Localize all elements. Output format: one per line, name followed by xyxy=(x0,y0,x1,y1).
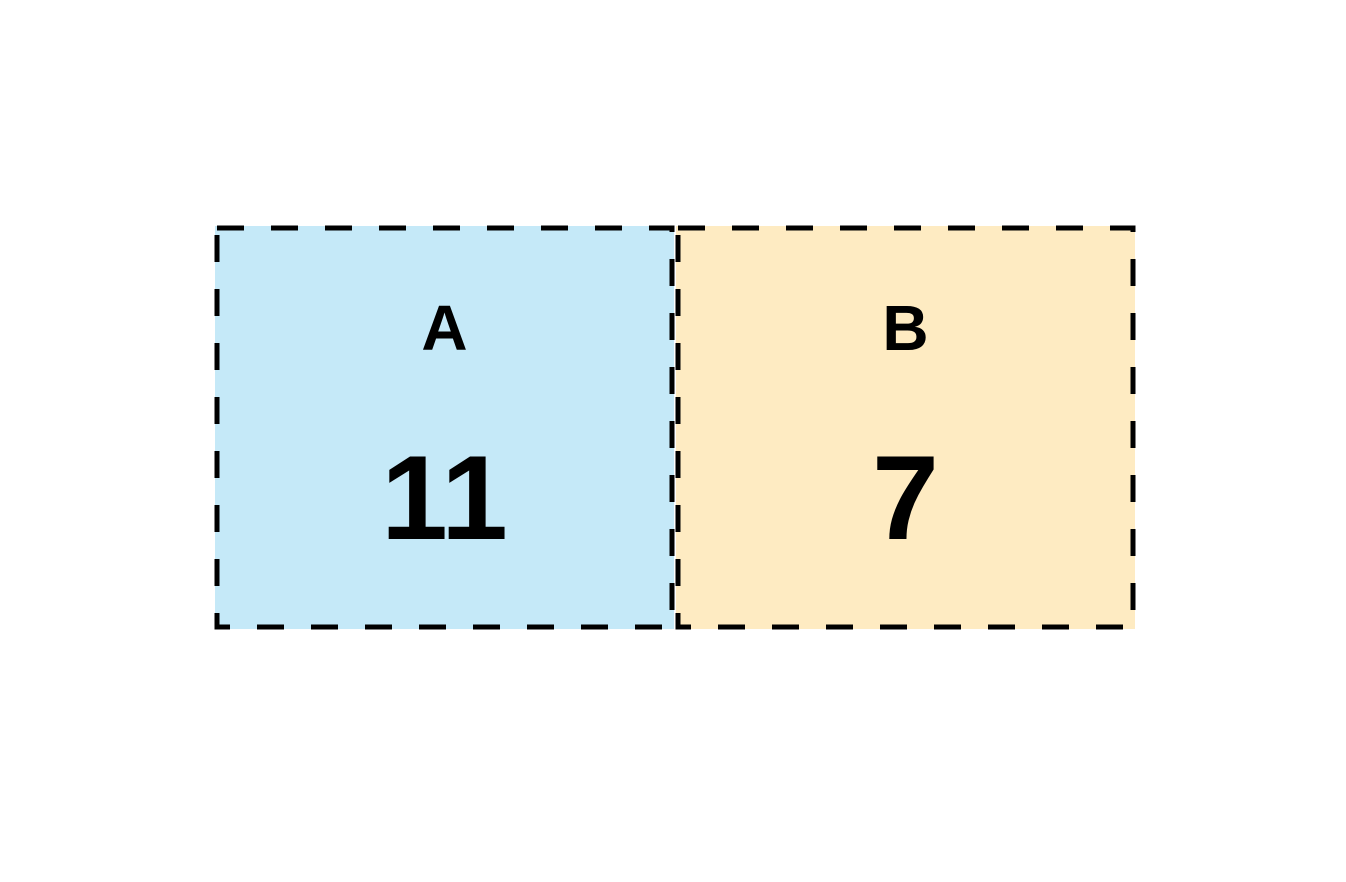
box-a-label: A xyxy=(421,292,468,364)
box-b-dashed-border xyxy=(675,225,1136,630)
box-a: A 11 xyxy=(214,225,675,630)
box-a-dashed-border xyxy=(214,225,675,630)
box-a-value: 11 xyxy=(381,431,508,565)
box-b: B 7 xyxy=(675,225,1136,630)
box-b-label: B xyxy=(882,292,929,364)
box-b-value: 7 xyxy=(872,431,939,565)
